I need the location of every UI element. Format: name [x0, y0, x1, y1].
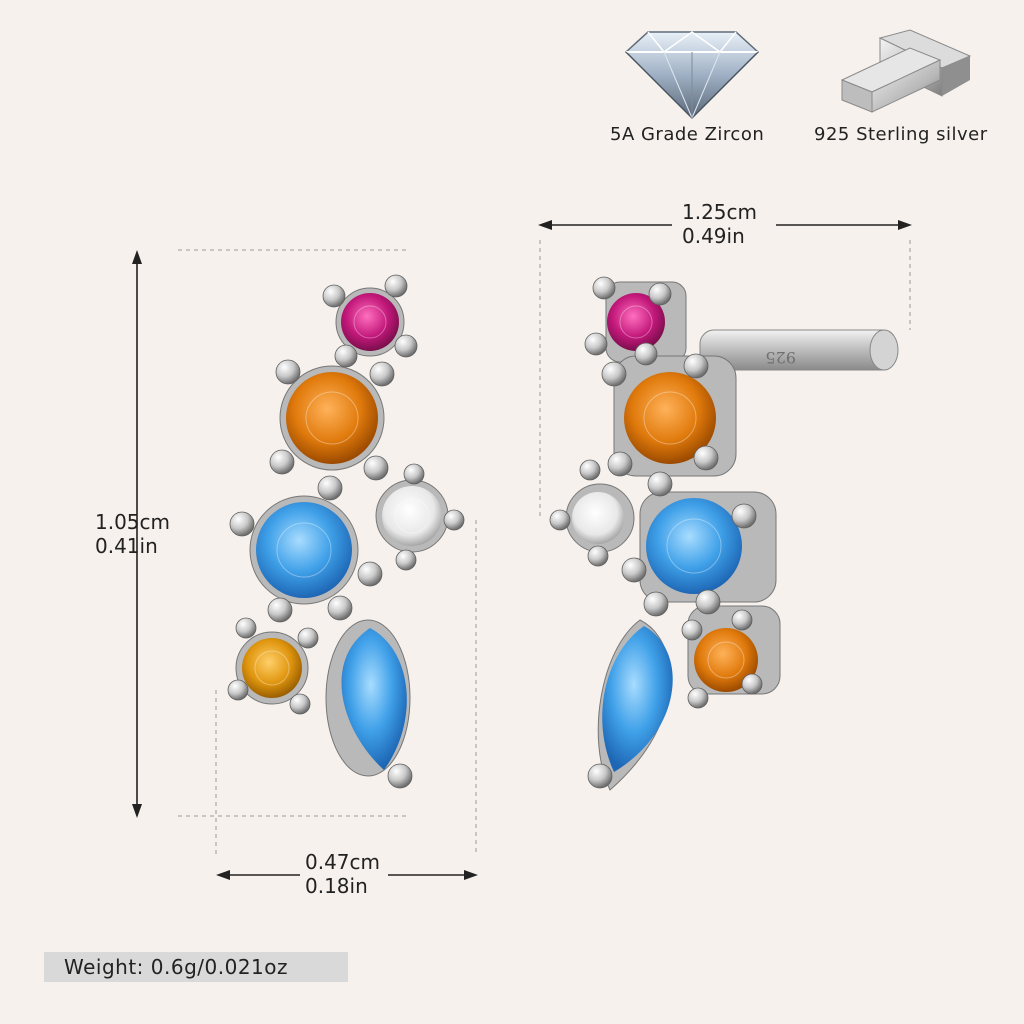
- feature-label-zircon: 5A Grade Zircon: [610, 124, 765, 145]
- weight-badge: Weight: 0.6g/0.021oz: [44, 952, 348, 982]
- feature-label-silver: 925 Sterling silver: [814, 124, 988, 145]
- length-dimension-line: [538, 220, 912, 230]
- length-in: 0.49in: [682, 224, 745, 248]
- height-measurement: 1.05cm 0.41in: [95, 510, 170, 558]
- height-in: 0.41in: [95, 534, 158, 558]
- post-engraving: 925: [765, 348, 796, 367]
- guide-lines: [178, 240, 911, 855]
- diamond-icon: [624, 31, 760, 120]
- height-dimension-line: [132, 250, 142, 818]
- earring-side-view: [549, 276, 899, 791]
- silver-bar-icon: [840, 29, 972, 113]
- length-measurement: 1.25cm 0.49in: [682, 200, 757, 248]
- width-in: 0.18in: [305, 874, 368, 898]
- width-cm: 0.47cm: [305, 850, 381, 874]
- earring-front-view: [227, 274, 465, 789]
- length-cm: 1.25cm: [682, 200, 758, 224]
- height-cm: 1.05cm: [95, 510, 171, 534]
- width-dimension-line: [216, 870, 478, 880]
- width-measurement: 0.47cm 0.18in: [305, 850, 380, 898]
